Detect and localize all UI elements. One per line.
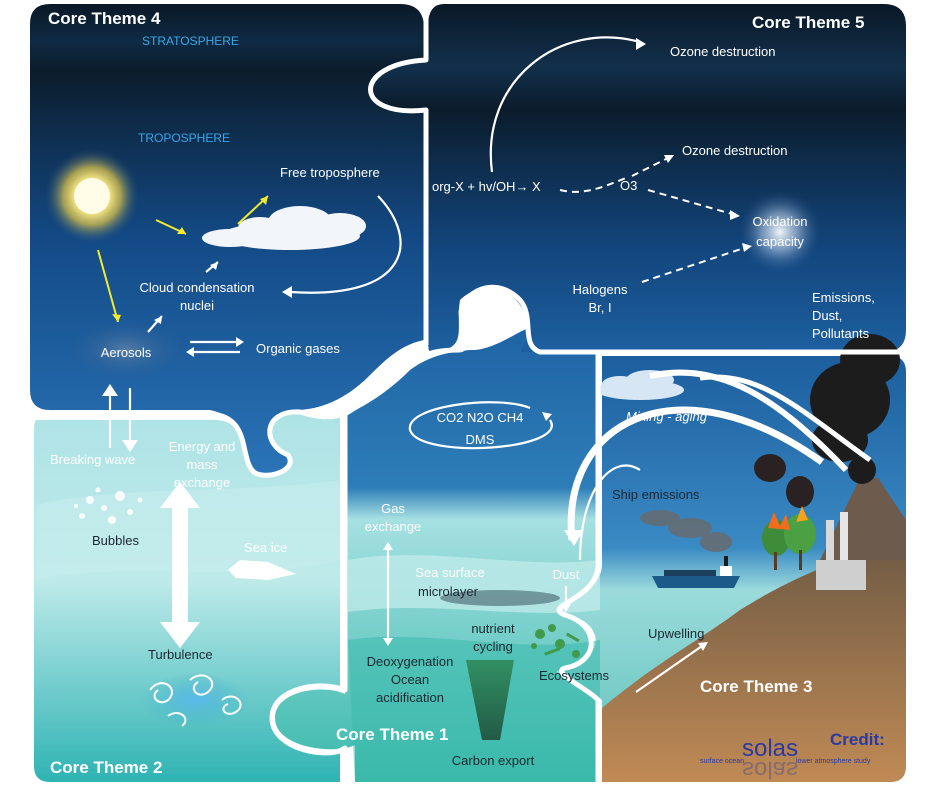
halogens-label-line2: Br, I — [588, 300, 611, 315]
logo-caption-right: lower atmosphere study — [796, 758, 871, 765]
gas-exchange-label-line2: exchange — [365, 519, 421, 534]
stratosphere-label: STRATOSPHERE — [142, 34, 239, 48]
ozone-destruction-top-label: Ozone destruction — [670, 44, 776, 59]
carbon-export-funnel — [466, 660, 514, 740]
deep-water-center — [348, 636, 600, 782]
solas-logo: solas — [742, 735, 798, 762]
arrows-yellow — [97, 195, 269, 323]
halogens-label-line1: Halogens — [573, 282, 628, 297]
ccn-label-line1: Cloud condensation — [140, 280, 255, 295]
microlayer-label-line2: microlayer — [418, 584, 479, 599]
free-troposphere-label: Free troposphere — [280, 165, 380, 180]
logo-caption-left: surface ocean — [700, 758, 744, 765]
deox-label-line3: acidification — [376, 690, 444, 705]
arrows-dashed — [559, 155, 752, 283]
turbulence-icon — [149, 674, 242, 727]
arrows-white — [102, 36, 872, 693]
factory-icon — [816, 512, 866, 590]
turbulence-label: Turbulence — [148, 647, 213, 662]
nutrient-label-line2: cycling — [473, 639, 513, 654]
nutrient-label-line1: nutrient — [471, 621, 515, 636]
turbulence-glow — [140, 672, 250, 728]
mixing-aging-label: Mixing - aging — [626, 409, 708, 424]
bubbles-icon — [74, 487, 143, 524]
core-theme-5-label: Core Theme 5 — [752, 13, 864, 32]
sun-core — [74, 178, 110, 214]
ship-emission-smoke — [640, 510, 732, 552]
troposphere-label: TROPOSPHERE — [138, 131, 230, 145]
bubbles-label: Bubbles — [92, 533, 139, 548]
core-theme-4-label: Core Theme 4 — [48, 9, 161, 28]
puzzle-seams — [30, 4, 906, 786]
core-theme-3-label: Core Theme 3 — [700, 677, 812, 696]
carbon-export-label: Carbon export — [452, 753, 535, 768]
ship-icon — [652, 556, 740, 588]
emissions-label-line2: Dust, — [812, 308, 842, 323]
ecosystems-icon — [531, 624, 580, 658]
deox-label-line2: Ocean — [391, 672, 429, 687]
ship-emissions-label: Ship emissions — [612, 487, 700, 502]
emissions-label-line1: Emissions, — [812, 290, 875, 305]
microlayer-label-line1: Sea surface — [415, 565, 484, 580]
gases-label-line1: CO2 N2O CH4 — [437, 410, 524, 425]
ccn-label-line2: nuclei — [180, 298, 214, 313]
core-theme-1-label: Core Theme 1 — [336, 725, 448, 744]
ecosystems-label: Ecosystems — [539, 668, 610, 683]
energy-label-line3: exchange — [174, 475, 230, 490]
oxidation-label-line2: capacity — [756, 234, 804, 249]
upwelling-label: Upwelling — [648, 626, 704, 641]
deox-label-line1: Deoxygenation — [367, 654, 454, 669]
sea-ice-icon — [228, 560, 296, 580]
reaction-label: org-X + hv/OH→ X — [432, 179, 541, 194]
credit-label: Credit: — [830, 730, 885, 749]
fire-smoke — [754, 454, 814, 508]
microlayer-film — [440, 590, 560, 606]
dust-label: Dust — [553, 567, 580, 582]
coastline-land — [602, 540, 906, 782]
energy-label-line2: mass — [186, 457, 218, 472]
ozone-destruction-mid-label: Ozone destruction — [682, 143, 788, 158]
breaking-wave-label: Breaking wave — [50, 452, 135, 467]
aerosol-cloud — [68, 320, 184, 380]
trees-on-fire — [762, 506, 816, 570]
oxidation-glow — [738, 190, 822, 274]
oxidation-label-line1: Oxidation — [753, 214, 808, 229]
energy-label-line1: Energy and — [169, 439, 236, 454]
emissions-label-line3: Pollutants — [812, 326, 870, 341]
sea-ice-label: Sea ice — [244, 540, 287, 555]
cloud-icon — [202, 206, 366, 250]
organic-gases-label: Organic gases — [256, 341, 340, 356]
aerosols-label: Aerosols — [101, 345, 152, 360]
o3-label: O3 — [620, 178, 637, 193]
gases-label-line2: DMS — [466, 432, 495, 447]
core-theme-2-label: Core Theme 2 — [50, 758, 162, 777]
solas-logo-reflection: solas — [742, 756, 798, 783]
gas-exchange-label-line1: Gas — [381, 501, 405, 516]
